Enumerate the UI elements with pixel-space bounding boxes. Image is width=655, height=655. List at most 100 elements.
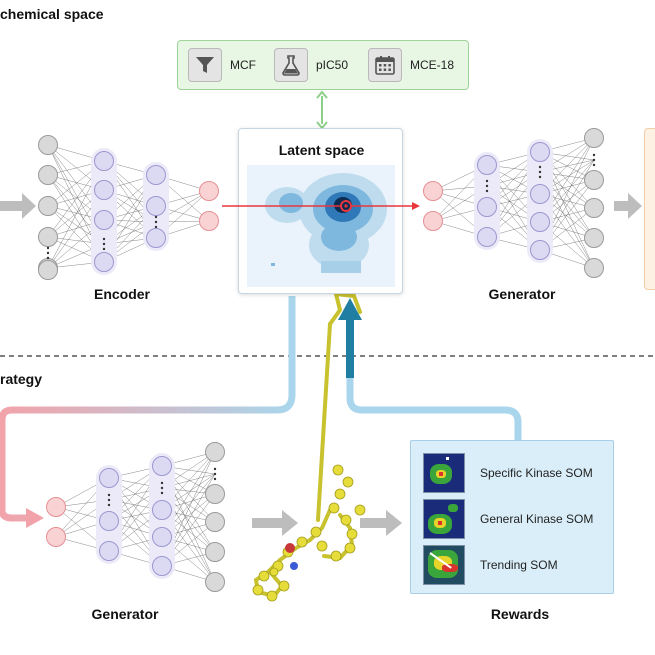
network-node <box>530 240 550 260</box>
ellipsis-dot <box>154 220 158 224</box>
ellipsis-dot <box>213 472 217 476</box>
ellipsis-dot <box>154 215 158 219</box>
network-node <box>46 527 66 547</box>
som-map-icon <box>423 453 465 493</box>
ellipsis-dot <box>485 184 489 188</box>
network-node <box>152 500 172 520</box>
reward-item-trending: Trending SOM <box>423 545 558 585</box>
ellipsis-dot <box>485 179 489 183</box>
network-node <box>584 170 604 190</box>
network-node <box>477 227 497 247</box>
ellipsis-dot <box>154 225 158 229</box>
ellipsis-dot <box>107 493 111 497</box>
reward-label: Specific Kinase SOM <box>480 466 593 480</box>
network-node <box>152 527 172 547</box>
network-node <box>205 484 225 504</box>
latent-space-title: Latent space <box>278 142 365 158</box>
network-node <box>477 197 497 217</box>
network-node <box>205 442 225 462</box>
ellipsis-dot <box>592 163 596 167</box>
reward-loop-shaft <box>346 318 354 378</box>
ellipsis-dot <box>213 467 217 471</box>
network-node <box>530 212 550 232</box>
reward-loop-arrowhead <box>338 298 362 320</box>
ellipsis-dot <box>107 503 111 507</box>
input-arrow <box>0 193 36 219</box>
generator-bottom-network <box>46 442 225 592</box>
network-node <box>94 252 114 272</box>
molecule-to-rewards-arrow <box>360 510 402 536</box>
network-node <box>94 180 114 200</box>
ellipsis-dot <box>102 247 106 251</box>
network-node <box>477 155 497 175</box>
ellipsis-dot <box>538 175 542 179</box>
generator-top-network <box>423 128 604 278</box>
network-node <box>38 227 58 247</box>
network-node <box>99 541 119 561</box>
generator-to-molecule-arrow <box>252 510 298 536</box>
property-panel: MCF pIC50 MCE-18 <box>177 40 469 90</box>
reward-item-general: General Kinase SOM <box>423 499 593 539</box>
generator-top-label: Generator <box>488 286 556 302</box>
reward-label: Trending SOM <box>480 558 558 572</box>
network-node <box>205 542 225 562</box>
property-mce18: MCE-18 <box>368 48 454 82</box>
ellipsis-dot <box>46 246 50 250</box>
network-node <box>94 210 114 230</box>
network-node <box>38 260 58 280</box>
network-node <box>152 556 172 576</box>
reward-label: General Kinase SOM <box>480 512 594 526</box>
ellipsis-dot <box>485 189 489 193</box>
network-node <box>146 196 166 216</box>
latent-space-heatmap <box>247 165 395 287</box>
ellipsis-dot <box>538 165 542 169</box>
property-label: pIC50 <box>316 58 349 72</box>
network-node <box>584 128 604 148</box>
network-node <box>423 181 443 201</box>
property-pic50: pIC50 <box>274 48 348 82</box>
reward-item-specific: Specific Kinase SOM <box>423 453 593 493</box>
generator-bottom-label: Generator <box>91 606 159 622</box>
som-map-icon <box>423 499 465 539</box>
generator-output-arrow <box>614 193 642 219</box>
network-node <box>38 165 58 185</box>
network-node <box>99 468 119 488</box>
ellipsis-dot <box>46 256 50 260</box>
output-panel <box>644 128 655 290</box>
funnel-icon <box>188 48 222 82</box>
rewards-panel: Specific Kinase SOM General Kinase SOM T… <box>410 440 614 594</box>
ellipsis-dot <box>160 491 164 495</box>
network-node <box>146 228 166 248</box>
network-node <box>146 165 166 185</box>
som-map-icon <box>423 545 465 585</box>
network-node <box>205 572 225 592</box>
ellipsis-dot <box>592 153 596 157</box>
sampling-loop-path <box>0 296 296 522</box>
network-node <box>584 258 604 278</box>
encoder-label: Encoder <box>93 286 150 302</box>
network-node <box>530 142 550 162</box>
network-node <box>584 198 604 218</box>
network-node <box>199 181 219 201</box>
section-title-top: chemical space <box>0 6 104 22</box>
ellipsis-dot <box>213 477 217 481</box>
ellipsis-dot <box>538 170 542 174</box>
network-node <box>199 211 219 231</box>
network-node <box>152 456 172 476</box>
network-node <box>46 497 66 517</box>
ellipsis-dot <box>46 251 50 255</box>
network-node <box>423 211 443 231</box>
property-mcf: MCF <box>188 48 256 82</box>
network-node <box>94 151 114 171</box>
rewards-label: Rewards <box>490 606 550 622</box>
network-node <box>584 228 604 248</box>
section-title-bottom: rategy <box>0 371 43 387</box>
ellipsis-dot <box>160 481 164 485</box>
flask-icon <box>274 48 308 82</box>
reward-loop-path <box>346 316 522 440</box>
network-node <box>38 135 58 155</box>
encoder-network <box>38 135 219 280</box>
network-node <box>205 512 225 532</box>
ellipsis-dot <box>107 498 111 502</box>
